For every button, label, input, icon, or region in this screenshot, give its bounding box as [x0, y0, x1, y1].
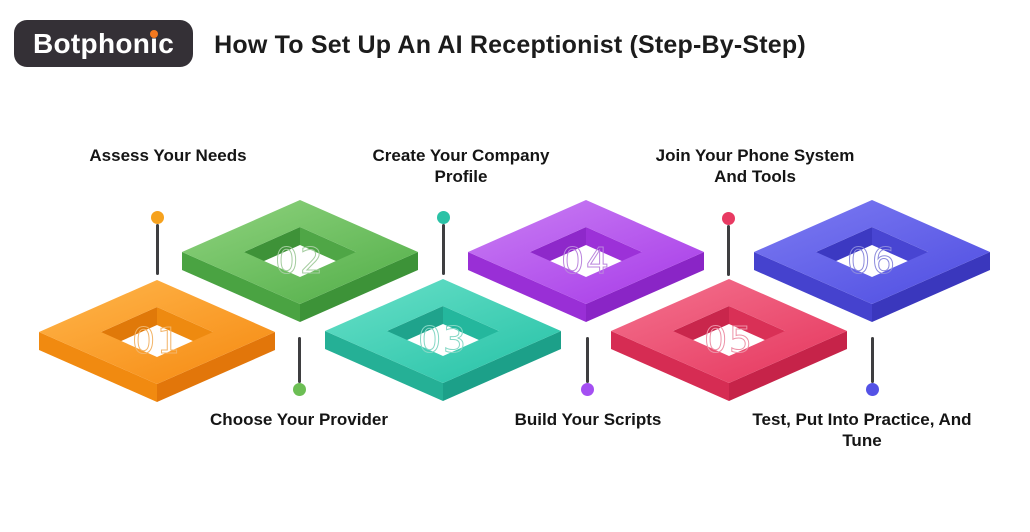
step-5-connector [721, 212, 735, 276]
step-4-label: Build Your Scripts [514, 410, 662, 429]
step-6-dot-icon [865, 383, 879, 396]
step-2-label: Choose Your Provider [210, 410, 388, 429]
step-3-connector-line [441, 224, 445, 275]
step-6-connector [865, 337, 879, 396]
logo-letter-i-with-orange-dot-icon: i [150, 27, 159, 59]
svg-text:05: 05 [704, 320, 754, 361]
svg-text:06: 06 [847, 241, 897, 282]
step-3-diamond: 03 [323, 279, 563, 405]
step-4-dot-icon [580, 383, 594, 396]
svg-text:04: 04 [561, 241, 611, 282]
step-4-connector [580, 337, 594, 396]
logo-text-part3: c [158, 27, 175, 59]
step-1-connector [150, 211, 164, 275]
step-1-dot-icon [150, 211, 164, 224]
step-1-diamond: 01 [37, 280, 277, 406]
step-6-label: Test, Put Into Practice, And Tune [752, 410, 972, 450]
svg-text:01: 01 [132, 321, 182, 362]
step-2-diamond: 02 [180, 200, 420, 326]
step-1-connector-line [155, 224, 159, 275]
logo-text-part1: Botphon [33, 27, 151, 59]
step-5-diamond: 05 [609, 279, 849, 405]
step-5-dot-icon [721, 212, 735, 225]
step-4-connector-line [585, 337, 589, 383]
svg-text:03: 03 [418, 320, 468, 361]
step-2-connector [292, 337, 306, 396]
step-6-connector-line [870, 337, 874, 383]
step-1-label: Assess Your Needs [89, 146, 247, 165]
step-3-label: Create Your Company Profile [372, 146, 550, 186]
step-3-connector [436, 211, 450, 275]
page-title: How To Set Up An AI Receptionist (Step-B… [214, 31, 806, 59]
step-5-connector-line [726, 225, 730, 276]
step-6-diamond: 06 [752, 200, 992, 326]
step-5-label: Join Your Phone System And Tools [655, 146, 855, 186]
svg-text:02: 02 [275, 241, 325, 282]
step-2-connector-line [297, 337, 301, 383]
step-2-dot-icon [292, 383, 306, 396]
step-4-diamond: 04 [466, 200, 706, 326]
step-3-dot-icon [436, 211, 450, 224]
